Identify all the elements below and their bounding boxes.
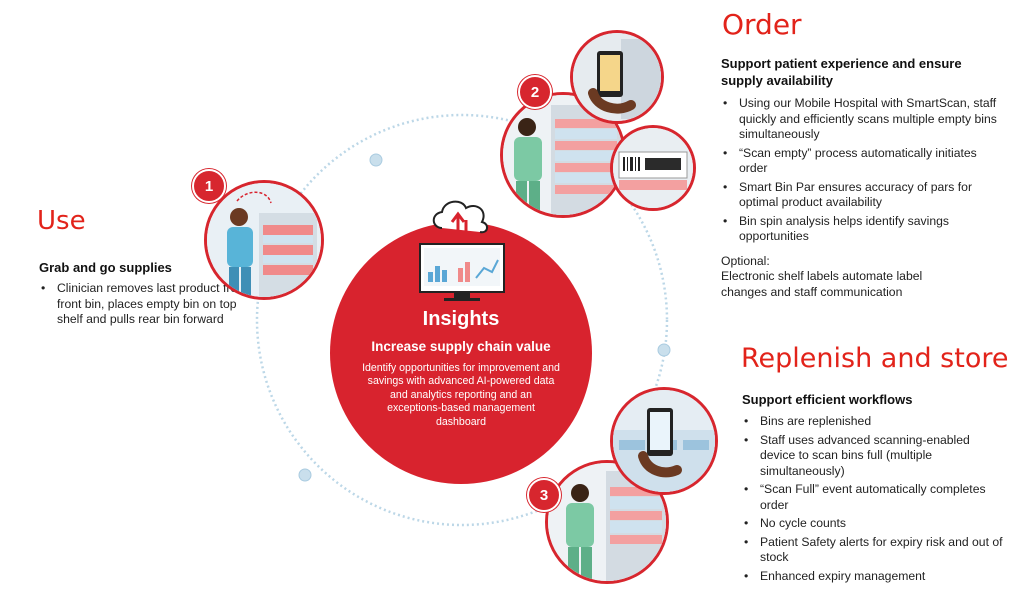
use-heading: Use (37, 206, 86, 236)
order-optional-label: Optional: (721, 253, 770, 268)
phone-replenish-illustration (610, 387, 718, 495)
phone-scan-illustration (570, 30, 664, 124)
cycle-dot (657, 343, 671, 357)
cloud-dashboard-icon (419, 200, 505, 301)
use-bullets: Clinician removes last product from fron… (39, 281, 254, 328)
step-2-badge: 2 (518, 75, 552, 109)
list-item: “Scan Full” event automatically complete… (742, 482, 1004, 513)
replenish-heading: Replenish and store (741, 343, 1009, 374)
cycle-dot (369, 153, 383, 167)
cycle-dot (298, 468, 312, 482)
list-item: Clinician removes last product from fron… (39, 281, 254, 328)
list-item: Patient Safety alerts for expiry risk an… (742, 535, 1004, 566)
replenish-subheading: Support efficient workflows (742, 392, 913, 407)
use-subheading: Grab and go supplies (39, 260, 172, 275)
list-item: Enhanced expiry management (742, 569, 1004, 585)
insights-subtitle: Increase supply chain value (371, 339, 551, 354)
list-item: No cycle counts (742, 516, 1004, 532)
step-3-badge: 3 (527, 478, 561, 512)
list-item: “Scan empty” process automatically initi… (721, 146, 1004, 177)
order-heading: Order (722, 8, 802, 41)
insights-body: Identify opportunities for improvement a… (362, 362, 560, 428)
insights-circle: Insights Increase supply chain value Ide… (330, 200, 592, 484)
label-scan-illustration (610, 125, 696, 211)
list-item: Smart Bin Par ensures accuracy of pars f… (721, 180, 1004, 211)
list-item: Bins are replenished (742, 414, 1004, 430)
step-1-badge: 1 (192, 169, 226, 203)
order-optional-text: Electronic shelf labels automate label c… (721, 269, 923, 299)
list-item: Bin spin analysis helps identify savings… (721, 214, 1004, 245)
list-item: Using our Mobile Hospital with SmartScan… (721, 96, 1004, 143)
replenish-bullets: Bins are replenished Staff uses advanced… (742, 414, 1004, 584)
clinician-grab-illustration (204, 180, 324, 300)
insights-title: Insights (422, 308, 500, 330)
list-item: Staff uses advanced scanning-enabled dev… (742, 433, 1004, 480)
order-bullets: Using our Mobile Hospital with SmartScan… (721, 96, 1004, 245)
order-subheading: Support patient experience and ensure su… (721, 56, 962, 88)
